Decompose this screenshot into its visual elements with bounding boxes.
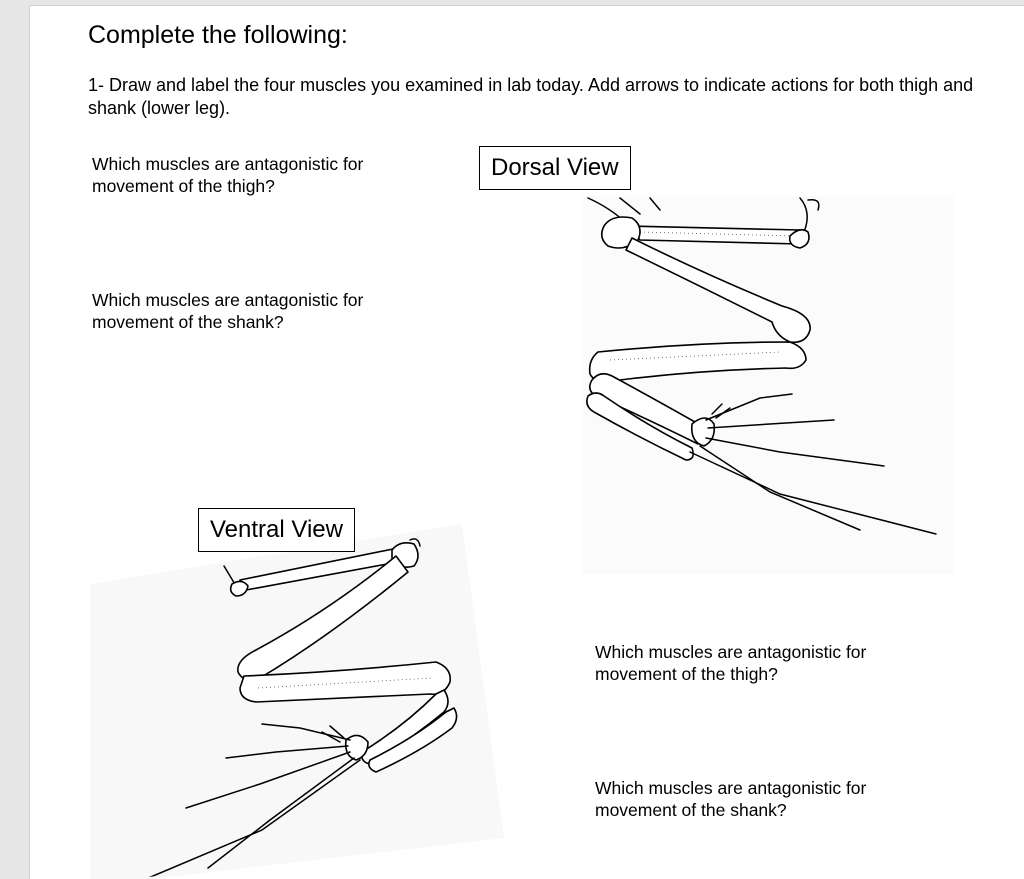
question-ventral-shank: Which muscles are antagonistic for movem… <box>595 778 867 820</box>
ventral-toe-2 <box>225 745 349 759</box>
dorsal-tarsal-lower <box>586 392 694 461</box>
dorsal-toe-3 <box>705 437 885 467</box>
dorsal-tibiofibula <box>588 341 807 383</box>
ventral-toe-5 <box>145 759 361 879</box>
dorsal-toe-4 <box>699 445 861 531</box>
question-dorsal-shank: Which muscles are antagonistic for movem… <box>92 290 364 332</box>
ventral-toe-1 <box>261 723 351 741</box>
dorsal-femur <box>625 237 811 344</box>
instruction-text: 1- Draw and label the four muscles you e… <box>88 75 974 118</box>
dorsal-view-skeleton <box>586 197 937 535</box>
viewer-left-gutter <box>0 0 30 879</box>
ventral-tarsal-lower <box>368 707 458 773</box>
question-ventral-thigh: Which muscles are antagonistic for movem… <box>595 642 867 684</box>
question-dorsal-thigh: Which muscles are antagonistic for movem… <box>92 154 364 196</box>
ventral-toe-3 <box>185 751 351 809</box>
dorsal-pelvis-bone <box>627 225 805 245</box>
dorsal-toe-5 <box>689 451 937 535</box>
ventral-figure-background <box>90 524 504 879</box>
ventral-view-label: Ventral View <box>198 508 355 552</box>
ventral-toe-4 <box>207 757 355 869</box>
viewer-top-edge <box>29 0 1024 6</box>
dorsal-toe-2 <box>707 419 835 429</box>
ventral-femur <box>237 555 409 681</box>
dorsal-view-label: Dorsal View <box>479 146 631 190</box>
page-heading: Complete the following: <box>88 21 348 49</box>
ventral-view-skeleton <box>145 538 458 879</box>
